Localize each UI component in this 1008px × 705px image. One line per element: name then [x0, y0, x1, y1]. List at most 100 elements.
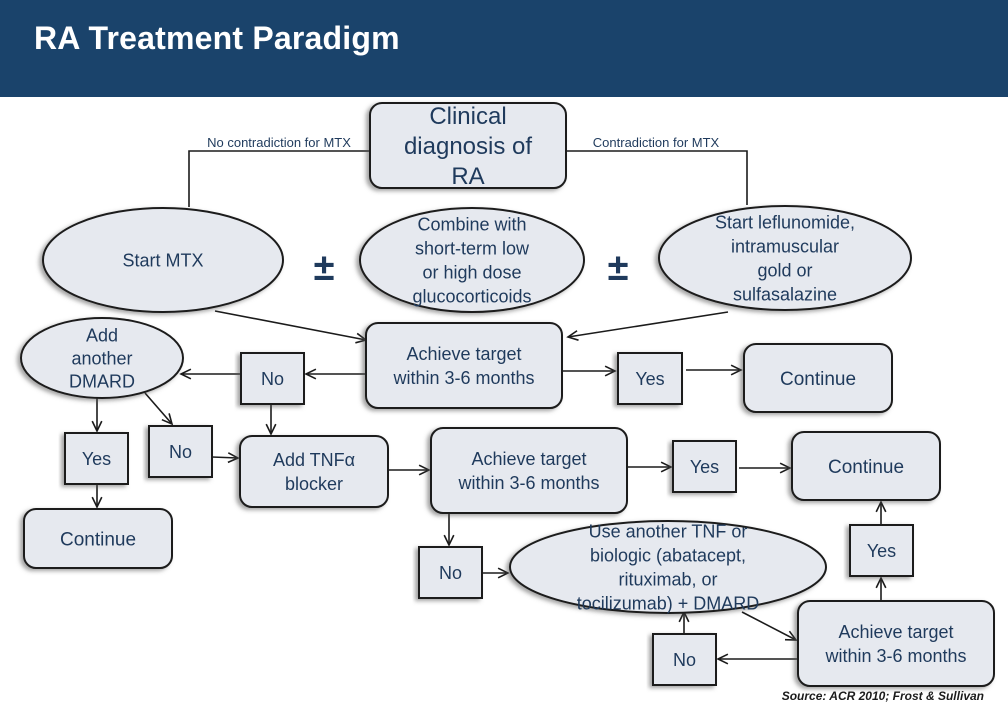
page-title: RA Treatment Paradigm [34, 20, 400, 56]
node-label-line: No [169, 442, 192, 462]
connector-line [214, 310, 367, 341]
node-no2: No [418, 546, 483, 599]
ellipse-shape [20, 317, 184, 399]
decision-box-shape [849, 524, 914, 577]
node-label-line: Start leflunomide, [715, 212, 855, 232]
node-add-tnf: Add TNFα blocker [239, 435, 389, 508]
node-yes1: Yes [617, 352, 683, 405]
ellipse-shape [42, 207, 284, 313]
edge-no2-another-biologic [482, 567, 510, 579]
arrowhead-icon [227, 452, 240, 464]
rounded-box-shape [23, 508, 173, 569]
connector-line [741, 611, 797, 641]
connector-line [211, 456, 239, 459]
node-label-line: No [673, 650, 696, 670]
node-label-line: Achieve target [406, 344, 521, 364]
edge-diagnosis-leflunomide [566, 150, 748, 205]
branch-label-contradiction: Contradiction for MTX [593, 135, 720, 150]
edge-add-dmard-yes [91, 398, 103, 433]
decision-box-shape [148, 425, 213, 478]
node-yes-dmard: Yes [64, 432, 129, 485]
node-label-line: intramuscular [731, 236, 839, 256]
edge-start-mtx-target1 [214, 310, 368, 344]
node-label-line: Continue [780, 369, 856, 390]
arrowhead-icon [497, 567, 510, 579]
arrowhead-icon [91, 496, 103, 509]
node-label-line: Combine with [417, 214, 526, 234]
arrowhead-icon [161, 413, 174, 426]
arrowhead-icon [875, 576, 887, 589]
edge-target1-no1 [304, 368, 366, 380]
edge-no3-another-biologic [678, 610, 690, 634]
node-continue1: Continue [743, 343, 893, 413]
node-label-line: Yes [690, 457, 719, 477]
plus-minus-symbol: ± [314, 247, 335, 289]
ellipse-shape [509, 520, 827, 614]
node-yes3: Yes [849, 524, 914, 577]
decision-box-shape [617, 352, 683, 405]
rounded-box-shape [239, 435, 389, 508]
node-label-line: sulfasalazine [733, 284, 837, 304]
node-target1: Achieve target within 3-6 months [365, 322, 563, 409]
edge-target3-yes3 [875, 576, 887, 601]
node-label-line: diagnosis of [404, 133, 532, 160]
arrowhead-icon [716, 653, 729, 665]
edges [91, 150, 887, 665]
node-label-line: glucocorticoids [412, 286, 531, 306]
edge-yes-dmard-continue [91, 484, 103, 509]
decision-box-shape [418, 546, 483, 599]
ellipse-shape [658, 205, 912, 311]
node-label-line: Continue [60, 529, 136, 550]
node-label-line: another [71, 348, 132, 368]
node-label-line: Add TNFα [273, 450, 355, 470]
node-continue2: Continue [791, 431, 941, 501]
branch-label-no-contradiction: No contradiction for MTX [207, 135, 351, 150]
edge-target2-yes2 [627, 461, 673, 473]
node-leflunomide: Start leflunomide, intramuscular gold or su… [658, 205, 912, 311]
node-label-line: Yes [635, 369, 664, 389]
arrowhead-icon [660, 461, 673, 473]
edge-no-dmard-add-tnf [211, 452, 240, 464]
connector-line [566, 150, 748, 205]
edge-no1-add-tnf [265, 404, 277, 436]
node-label-line: blocker [285, 474, 343, 494]
node-no1: No [240, 352, 305, 405]
edge-no1-add-dmard [179, 368, 241, 380]
node-label-line: rituximab, or [618, 569, 717, 589]
node-start-mtx: Start MTX [42, 207, 284, 313]
node-label-line: No [261, 369, 284, 389]
rounded-box-shape [797, 600, 995, 687]
edge-leflunomide-target1 [566, 311, 729, 341]
rounded-box-shape [743, 343, 893, 413]
connector-line [188, 150, 370, 207]
edge-target2-no2 [443, 513, 455, 547]
edge-another-biologic-target3 [741, 611, 798, 641]
arrowhead-icon [730, 364, 743, 376]
node-no-dmard: No [148, 425, 213, 478]
arrowhead-icon [91, 420, 103, 433]
node-yes2: Yes [672, 440, 737, 493]
rounded-box-shape [365, 322, 563, 409]
node-label-line: within 3-6 months [824, 646, 966, 666]
decision-box-shape [652, 633, 717, 686]
node-label-line: gold or [757, 260, 812, 280]
node-no3: No [652, 633, 717, 686]
node-label-line: within 3-6 months [392, 368, 534, 388]
edge-yes3-continue2 [875, 500, 887, 525]
arrowhead-icon [784, 630, 798, 641]
arrowhead-icon [779, 462, 792, 474]
node-label-line: within 3-6 months [457, 473, 599, 493]
arrowhead-icon [443, 534, 455, 547]
node-label-line: Start MTX [122, 250, 203, 270]
edge-yes1-continue1 [686, 364, 743, 376]
decision-box-shape [64, 432, 129, 485]
node-continue-dmard: Continue [23, 508, 173, 569]
node-label-line: Continue [828, 457, 904, 478]
node-label-line: tocilizumab) + DMARD [577, 593, 760, 613]
edge-diagnosis-start-mtx [188, 150, 370, 207]
